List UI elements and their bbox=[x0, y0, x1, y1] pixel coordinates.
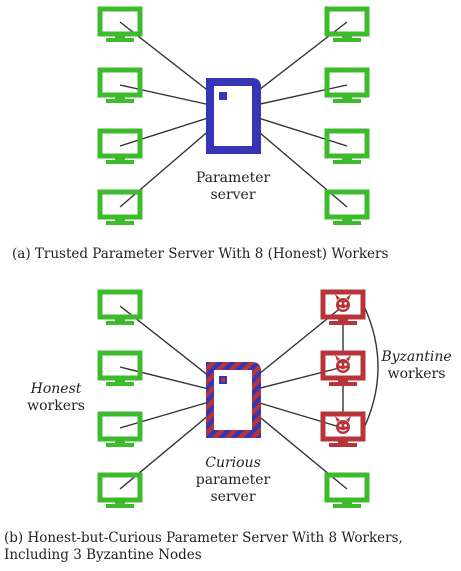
worker-monitor-icon bbox=[97, 411, 143, 447]
worker-monitor-icon bbox=[324, 128, 370, 164]
caption-b: (b) Honest-but-Curious Parameter Server … bbox=[4, 530, 459, 564]
parameter-server-icon bbox=[206, 78, 261, 154]
worker-monitor-icon bbox=[97, 67, 143, 103]
worker-monitor-icon bbox=[324, 189, 370, 225]
curious-server-icon bbox=[206, 362, 261, 438]
worker-monitor-icon bbox=[97, 472, 143, 508]
honest-label-line2: workers bbox=[27, 398, 85, 414]
caption-b-line1: (b) Honest-but-Curious Parameter Server … bbox=[4, 530, 403, 546]
worker-monitor-icon bbox=[97, 289, 143, 325]
server-label-line1: Parameter bbox=[195, 170, 271, 186]
caption-b-line2: Including 3 Byzantine Nodes bbox=[4, 547, 202, 563]
honest-workers-label: Honest workers bbox=[14, 381, 98, 415]
worker-monitor-icon bbox=[97, 6, 143, 42]
honest-label-line1: Honest bbox=[30, 381, 82, 397]
curious-label-line2: parameter bbox=[195, 472, 271, 488]
server-label-line2: server bbox=[210, 187, 256, 203]
worker-monitor-icon bbox=[324, 472, 370, 508]
byzantine-worker-devil-icon bbox=[320, 350, 366, 386]
worker-monitor-icon bbox=[97, 128, 143, 164]
byzantine-worker-devil-icon bbox=[320, 411, 366, 447]
worker-monitor-icon bbox=[324, 6, 370, 42]
curious-server-label: Curious parameter server bbox=[183, 455, 283, 506]
server-label: Parameter server bbox=[183, 170, 283, 204]
worker-monitor-icon bbox=[97, 350, 143, 386]
byzantine-workers-label: Byzantine workers bbox=[372, 349, 461, 383]
worker-monitor-icon bbox=[97, 189, 143, 225]
byzantine-label-line1: Byzantine bbox=[381, 349, 452, 365]
byzantine-worker-devil-icon bbox=[320, 289, 366, 325]
byzantine-label-line2: workers bbox=[387, 366, 446, 382]
curious-label-line3: server bbox=[210, 489, 256, 505]
worker-monitor-icon bbox=[324, 67, 370, 103]
caption-a: (a) Trusted Parameter Server With 8 (Hon… bbox=[12, 246, 389, 262]
curious-label-line1: Curious bbox=[205, 455, 261, 471]
